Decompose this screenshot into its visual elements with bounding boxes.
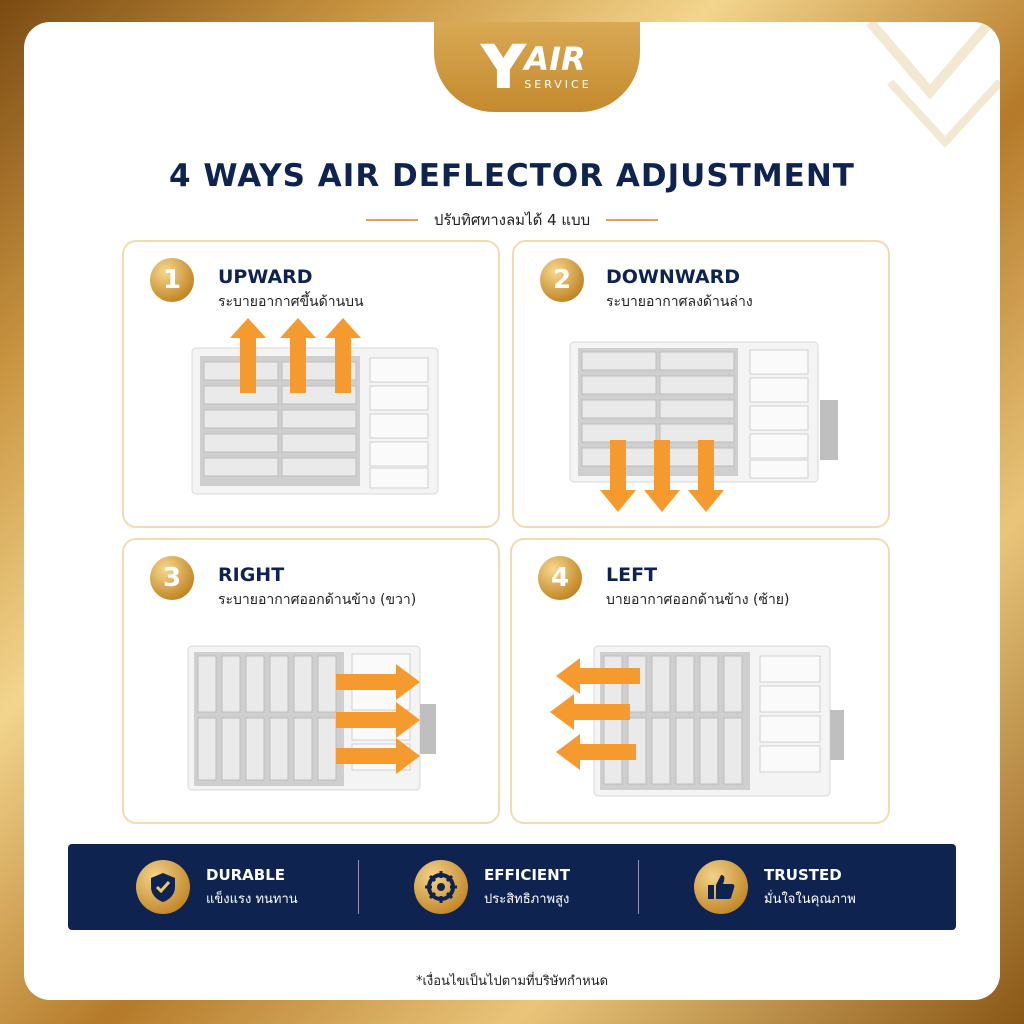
features-bar: DURABLE แข็งแรง ทนทาน EFFICIENT ประสิทธิ… <box>68 844 956 930</box>
brand-initial: Y <box>481 33 525 101</box>
mode-panel-right: 3 RIGHT ระบายอากาศออกด้านข้าง (ขวา) <box>122 538 500 824</box>
mode-number-badge: 4 <box>538 556 582 600</box>
ac-unit-downward-illustration <box>569 341 838 512</box>
thumbs-up-icon <box>694 860 748 914</box>
feature-efficient: EFFICIENT ประสิทธิภาพสูง <box>414 858 570 916</box>
mode-title: UPWARD <box>218 266 313 288</box>
mode-subtitle: ระบายอากาศออกด้านข้าง (ขวา) <box>218 592 417 608</box>
subtitle-row: ปรับทิศทางลมได้ 4 แบบ <box>24 208 1000 232</box>
mode-subtitle: บายอากาศออกด้านข้าง (ซ้าย) <box>606 592 790 608</box>
gear-wheel-icon <box>414 860 468 914</box>
mode-number-badge: 3 <box>150 556 194 600</box>
feature-durable: DURABLE แข็งแรง ทนทาน <box>136 858 298 916</box>
brand-logo: Y AIR SERVICE <box>434 22 640 112</box>
mode-title: LEFT <box>606 564 658 586</box>
main-card: Y AIR SERVICE 4 WAYS AIR DEFLECTOR ADJUS… <box>24 22 1000 1000</box>
feature-subtitle: ประสิทธิภาพสูง <box>484 891 570 907</box>
mode-title: DOWNWARD <box>606 266 740 288</box>
feature-trusted: TRUSTED มั่นใจในคุณภาพ <box>694 858 856 916</box>
decorative-chevron-watermark <box>866 22 1000 148</box>
feature-title: EFFICIENT <box>484 865 570 884</box>
brand-tagline: SERVICE <box>524 78 592 91</box>
page-title: 4 WAYS AIR DEFLECTOR ADJUSTMENT <box>169 158 855 194</box>
page-subtitle: ปรับทิศทางลมได้ 4 แบบ <box>433 211 591 229</box>
feature-divider <box>358 860 359 914</box>
divider-left <box>365 219 418 221</box>
shield-check-icon <box>136 860 190 914</box>
feature-title: DURABLE <box>206 865 286 884</box>
mode-title: RIGHT <box>218 564 285 586</box>
mode-number-badge: 2 <box>540 258 584 302</box>
brand-name: AIR <box>524 40 586 78</box>
mode-subtitle: ระบายอากาศลงด้านล่าง <box>606 294 753 310</box>
terms-footnote: *เงื่อนไขเป็นไปตามที่บริษัทกำหนด <box>415 974 609 989</box>
feature-subtitle: มั่นใจในคุณภาพ <box>764 891 856 907</box>
ac-unit-left-illustration <box>550 645 844 797</box>
feature-divider <box>638 860 639 914</box>
feature-subtitle: แข็งแรง ทนทาน <box>206 891 298 907</box>
mode-panel-upward: 1 UPWARD ระบายอากาศขึ้นด้านบน <box>122 240 500 528</box>
divider-right <box>606 219 659 221</box>
mode-panel-downward: 2 DOWNWARD ระบายอากาศลงด้านล่าง <box>512 240 890 528</box>
mode-panel-left: 4 LEFT บายอากาศออกด้านข้าง (ซ้าย) <box>510 538 890 824</box>
feature-title: TRUSTED <box>764 865 842 884</box>
mode-subtitle: ระบายอากาศขึ้นด้านบน <box>218 294 364 310</box>
ac-unit-right-illustration <box>187 645 436 791</box>
mode-number-badge: 1 <box>150 258 194 302</box>
ac-unit-upward-illustration <box>191 318 439 495</box>
